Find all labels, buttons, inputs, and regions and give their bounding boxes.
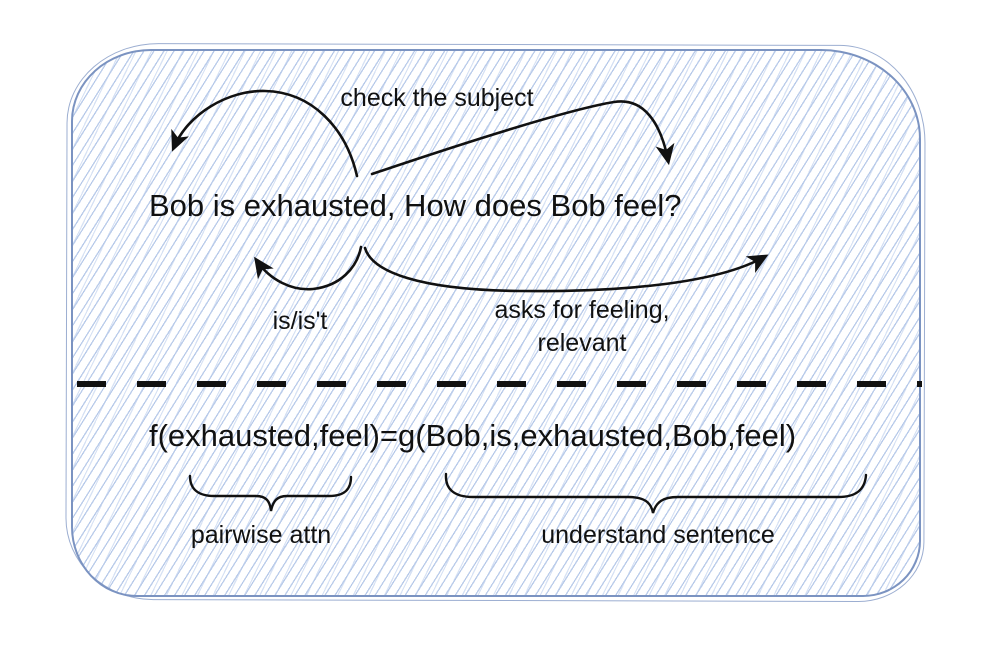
label-asks-feeling-line1: asks for feeling,: [494, 296, 670, 324]
label-pairwise-attn: pairwise attn: [190, 521, 332, 549]
formula-text: f(exhausted,feel)=g(Bob,is,exhausted,Bob…: [149, 418, 797, 453]
sentence-text: Bob is exhausted, How does Bob feel?: [149, 188, 682, 223]
label-check-subject: check the subject: [340, 84, 534, 112]
label-asks-feeling: asks for feeling, relevant: [494, 294, 669, 359]
label-asks-feeling-line2: relevant: [537, 328, 627, 357]
label-understand-sentence: understand sentence: [541, 521, 775, 549]
label-is-ist: is/is't: [272, 307, 328, 335]
